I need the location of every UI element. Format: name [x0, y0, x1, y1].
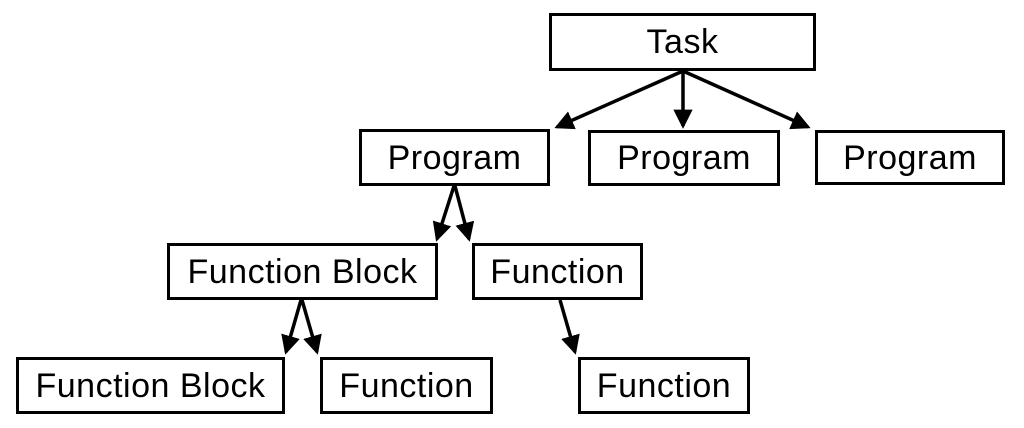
edge-function-block-1-function-block-2: [281, 299, 303, 355]
node-function-block-2: Function Block: [16, 357, 285, 414]
edge-function-1-function-3: [558, 299, 580, 355]
edge-program-1-function-block-1: [432, 185, 456, 242]
node-program-3: Program: [815, 130, 1005, 185]
node-function-block-1: Function Block: [167, 243, 438, 300]
edge-program-1-function-1: [453, 185, 475, 242]
edge-task-program-3: [682, 69, 811, 130]
node-task: Task: [549, 13, 816, 71]
node-program-2: Program: [588, 130, 780, 186]
node-function-1: Function: [472, 243, 643, 300]
node-function-3: Function: [578, 357, 750, 414]
edge-task-program-1: [554, 69, 684, 130]
node-program-1: Program: [359, 129, 550, 186]
edge-function-block-1-function-2: [300, 299, 322, 355]
node-function-2: Function: [320, 357, 493, 414]
